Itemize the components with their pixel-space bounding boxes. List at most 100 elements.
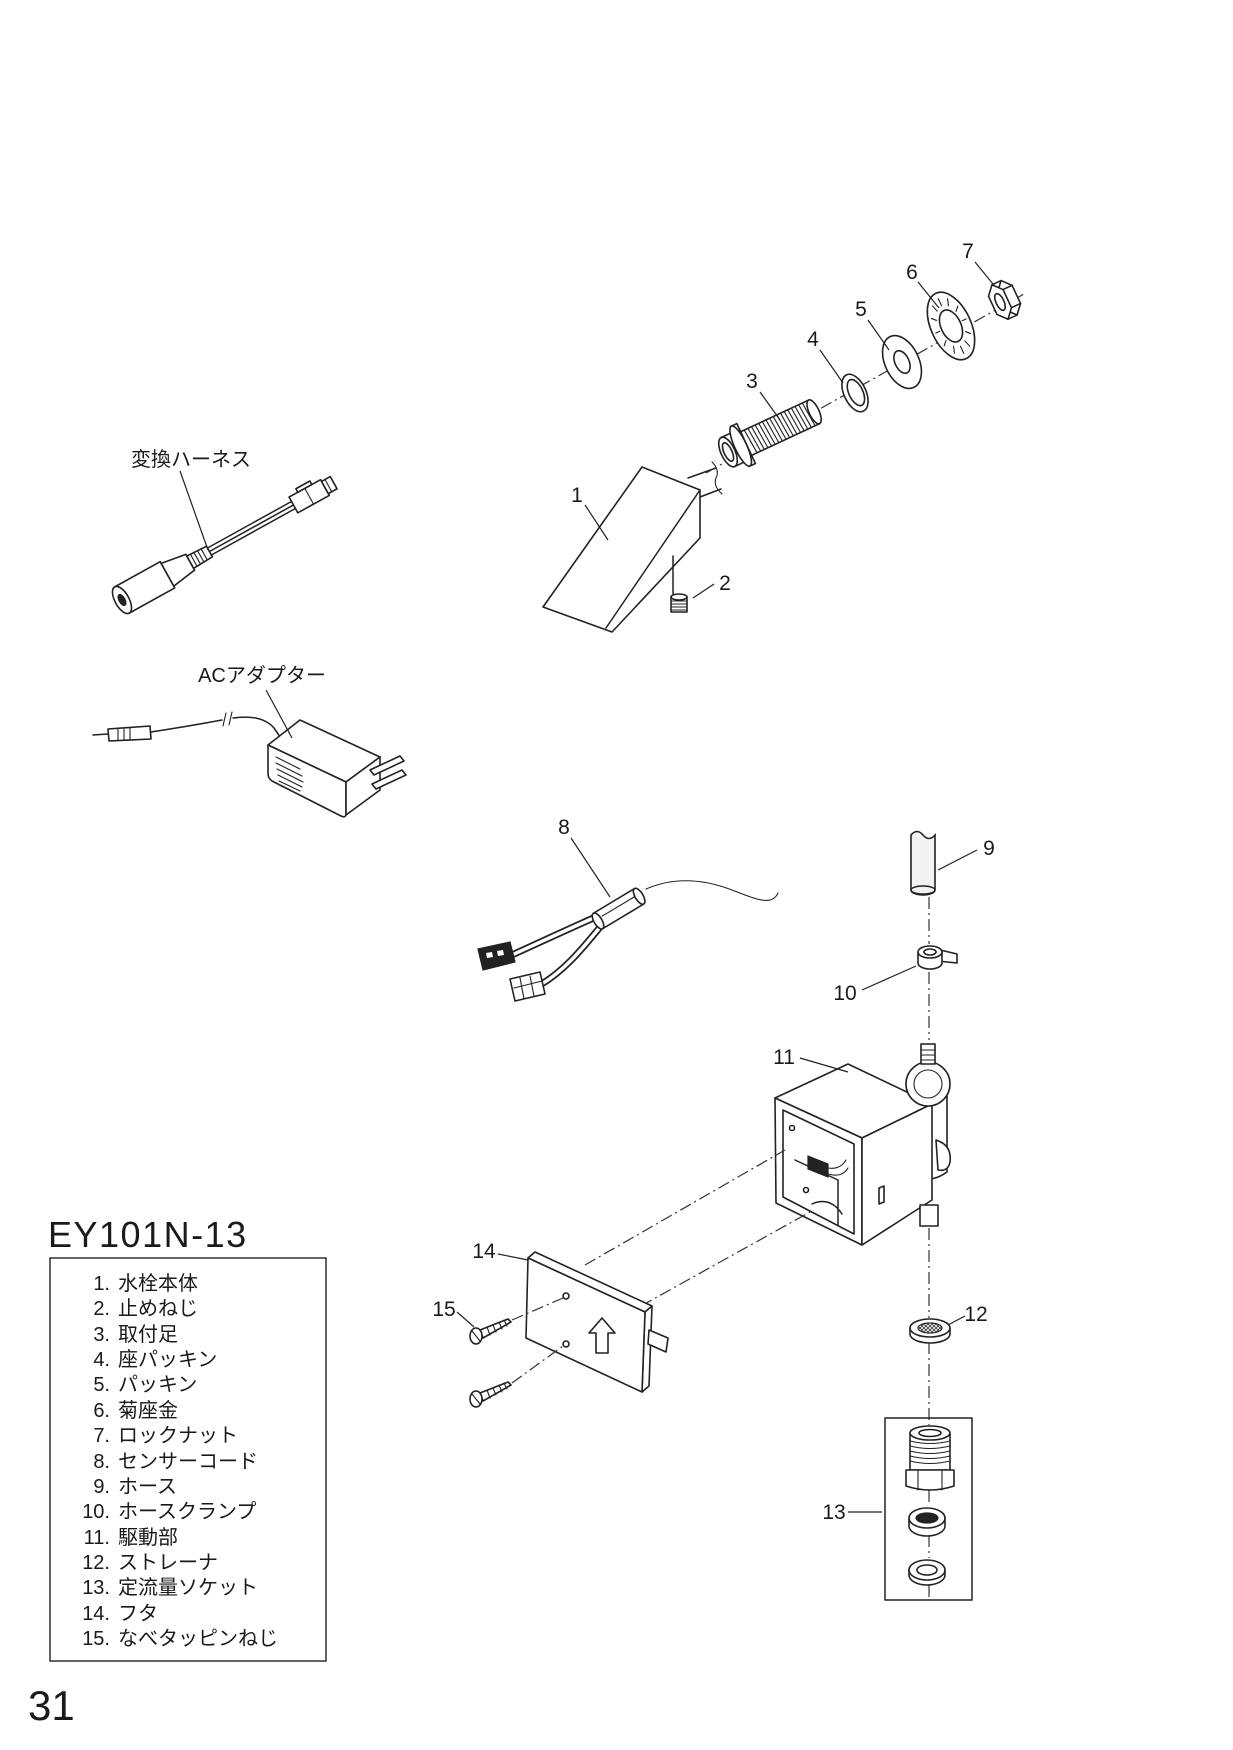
serrated-washer-tooth: [964, 340, 971, 347]
tapping-screw-upper: [469, 1318, 512, 1345]
sensor-connector-black: [477, 941, 516, 971]
serrated-washer-tooth: [946, 298, 949, 307]
callout-12: 12: [964, 1303, 987, 1326]
parts-list-no: 2.: [93, 1298, 110, 1320]
parts-list-name: なべタッピンねじ: [118, 1627, 278, 1650]
parts-list-box: [49, 1257, 327, 1662]
drive-unit-valve-housing-ring: [913, 1069, 943, 1099]
callout-6: 6: [906, 261, 918, 284]
leader-5: [867, 319, 890, 351]
leader-7: [974, 261, 994, 285]
set-screw-top: [670, 593, 688, 601]
parts-list-name: 駆動部: [118, 1526, 178, 1549]
parts-list-no: 1.: [93, 1273, 110, 1295]
model-number: EY101N-13: [48, 1214, 248, 1255]
serrated-washer-tooth: [931, 305, 938, 312]
screw-upper-alignment-line: [511, 1297, 564, 1321]
leader-6: [917, 281, 940, 309]
serrated-washer-tooth: [930, 317, 938, 321]
faucet-body: [542, 461, 723, 633]
hose-clamp-hole: [923, 948, 937, 956]
callout-9: 9: [983, 837, 995, 860]
parts-list-no: 8.: [93, 1451, 110, 1473]
cover-plate: [525, 1257, 646, 1393]
harness-taper: [160, 553, 196, 587]
callout-3: 3: [746, 370, 758, 393]
parts-list-name: フタ: [118, 1602, 158, 1625]
harness-strain-relief: [186, 545, 214, 570]
leader-9: [937, 849, 978, 871]
flow-socket-bore: [918, 1428, 942, 1438]
lock-nut: [987, 279, 1022, 321]
page-number: 31: [28, 1682, 75, 1729]
o-ring-inner: [915, 1512, 939, 1524]
parts-list-name: ストレーナ: [118, 1552, 218, 1574]
drive-unit-valve-housing: [905, 1061, 951, 1107]
leader-14: [497, 1253, 529, 1261]
sensor-cord-continuation: [645, 880, 779, 901]
leader-11: [799, 1057, 849, 1073]
callout-1: 1: [571, 484, 583, 507]
drive-unit-inlet-nozzle: [920, 1043, 936, 1065]
lock-nut-hole: [993, 292, 1007, 312]
parts-list-no: 5.: [93, 1374, 110, 1396]
parts-list-no: 7.: [93, 1425, 110, 1447]
packing-inner: [893, 349, 911, 375]
set-screw: [670, 593, 688, 613]
seat-packing-inner: [846, 378, 866, 407]
parts-list-no: 15.: [82, 1628, 110, 1650]
hose-body: [910, 830, 936, 896]
adapter-plug-ribs: [117, 726, 131, 741]
leader-15: [456, 1311, 475, 1328]
drive-unit-right-face: [861, 1103, 933, 1246]
conversion-harness-label: 変換ハーネス: [131, 448, 251, 471]
flow-socket-hex-edges: [917, 1470, 943, 1491]
parts-list-name: 水栓本体: [118, 1272, 198, 1295]
callout-5: 5: [855, 298, 867, 321]
parts-list-name: 定流量ソケット: [118, 1576, 258, 1599]
hose: [910, 830, 936, 896]
adapter-leader: [265, 689, 293, 739]
adapter-plug-pin: [92, 733, 109, 736]
serrated-washer: [926, 291, 976, 361]
serrated-washer-tooth: [959, 345, 965, 354]
parts-list-no: 13.: [82, 1577, 110, 1599]
screw-upper-slot: [471, 1330, 481, 1342]
ac-adapter: [92, 711, 407, 818]
strainer-mesh: [917, 1322, 943, 1334]
conversion-harness: [111, 475, 338, 615]
cover-tab: [647, 1329, 669, 1353]
callout-8: 8: [558, 816, 570, 839]
parts-list-name: 座パッキン: [118, 1348, 217, 1371]
serrated-washer-teeth: [930, 298, 972, 354]
serrated-washer-tooth: [961, 318, 967, 322]
shank-threads: [743, 402, 816, 454]
cover-screw-hole-upper: [562, 1292, 570, 1300]
harness-cable: [206, 500, 297, 556]
screw-lower-shank: [479, 1381, 512, 1402]
sensor-wire-b-fill: [538, 924, 603, 987]
parts-list-no: 6.: [93, 1400, 110, 1422]
parts-list-no: 3.: [93, 1324, 110, 1346]
flow-socket: [905, 1425, 955, 1491]
packing: [881, 334, 923, 390]
parts-list-no: 4.: [93, 1349, 110, 1371]
harness-strain-ribs: [189, 548, 208, 567]
adapter-grip-ribs: [275, 756, 304, 792]
washer-hole: [916, 1564, 938, 1576]
sensor-wire-a-fill: [510, 914, 600, 957]
parts-list-name: ホース: [118, 1476, 177, 1498]
serrated-washer-tooth: [953, 345, 956, 354]
adapter-cable-a: [150, 719, 223, 733]
leader-8: [570, 837, 611, 898]
sensor-connector-white: [509, 971, 546, 1002]
parts-list-name: ホースクランプ: [118, 1500, 256, 1523]
drive-unit-connector: [807, 1155, 829, 1178]
faucet-body-edge: [605, 489, 701, 629]
adapter-prong-upper: [369, 755, 405, 776]
sensor-connector-white-detail: [513, 975, 543, 1000]
leader-1: [584, 504, 609, 541]
drive-unit-nozzle-ribs: [920, 1049, 936, 1061]
drive-unit-screw-hole-upper: [788, 1124, 796, 1132]
